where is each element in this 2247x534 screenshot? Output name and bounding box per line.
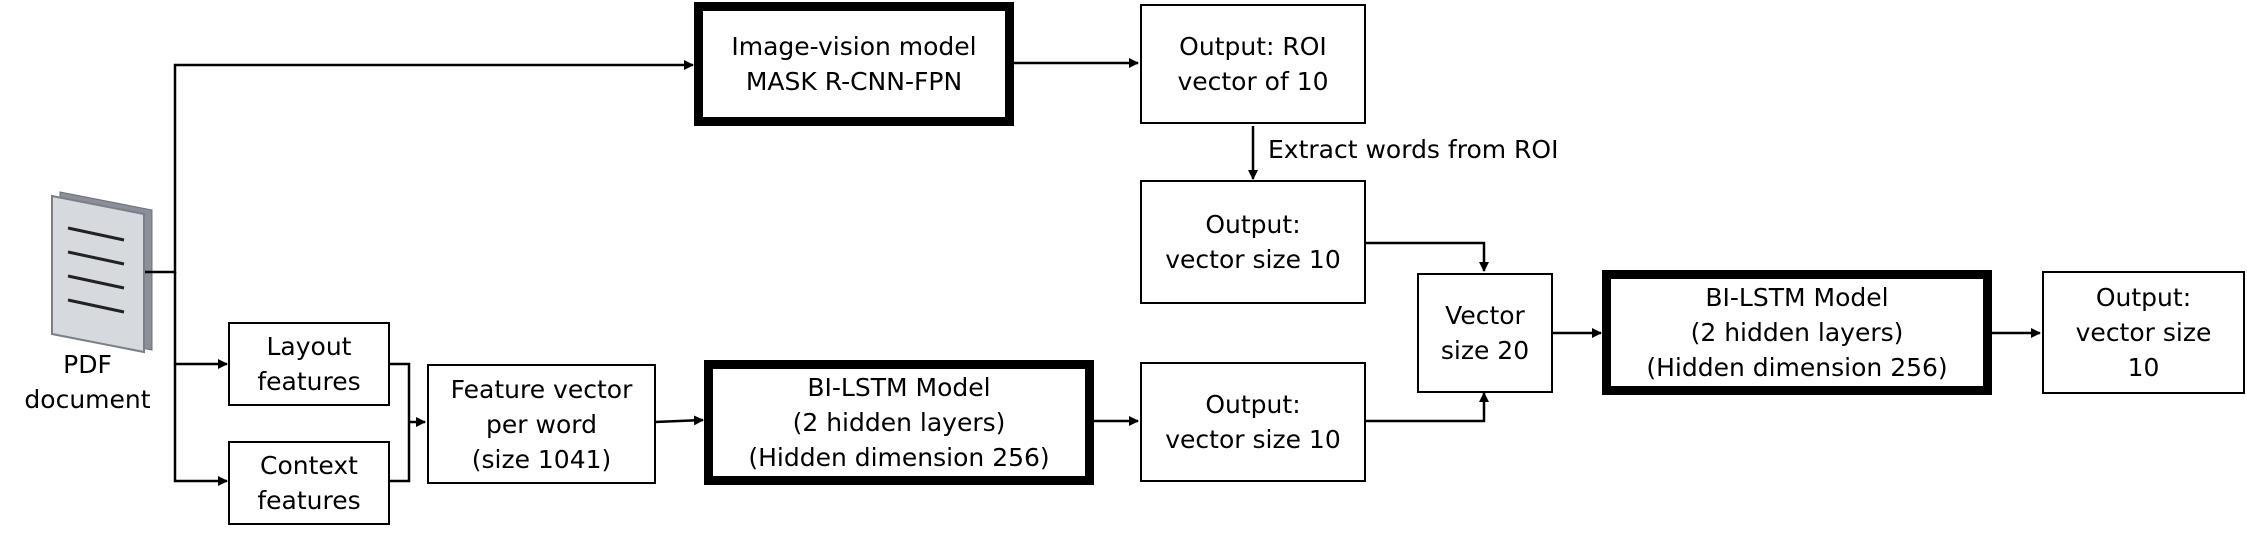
- output-vector-a-label: Output: vector size 10: [1165, 210, 1341, 274]
- edge-layout-join: [389, 362, 411, 483]
- bilstm-first-box: BI-LSTM Model (2 hidden layers) (Hidden …: [704, 360, 1094, 485]
- output-vector-b-box: Output: vector size 10: [1140, 362, 1366, 482]
- context-features-label: Context features: [257, 451, 361, 515]
- edge-output-b-to-vector20: [1366, 392, 1489, 423]
- image-vision-model-label: Image-vision model MASK R-CNN-FPN: [731, 32, 977, 96]
- output-roi-box: Output: ROI vector of 10: [1140, 4, 1366, 124]
- output-vector-a-box: Output: vector size 10: [1140, 180, 1366, 304]
- edge-pdf-to-context: [173, 364, 228, 486]
- feature-vector-label: Feature vector per word (size 1041): [450, 374, 633, 474]
- layout-features-box: Layout features: [228, 322, 390, 406]
- vector-20-box: Vector size 20: [1417, 273, 1553, 393]
- context-features-box: Context features: [228, 441, 390, 525]
- bilstm-second-box: BI-LSTM Model (2 hidden layers) (Hidden …: [1602, 270, 1992, 395]
- vector-20-label: Vector size 20: [1440, 301, 1530, 365]
- output-vector-b-label: Output: vector size 10: [1165, 390, 1341, 454]
- output-roi-label: Output: ROI vector of 10: [1177, 32, 1329, 96]
- pdf-document-label: PDF document: [24, 350, 151, 414]
- final-output-box: Output: vector size 10: [2042, 271, 2245, 394]
- edge-pdf-to-layout: [173, 272, 228, 369]
- edge-pdf-to-vision: [145, 60, 694, 274]
- bilstm-first-label: BI-LSTM Model (2 hidden layers) (Hidden …: [748, 373, 1050, 472]
- extract-words-label: Extract words from ROI: [1268, 135, 1559, 164]
- edge-output-a-to-vector20: [1366, 241, 1489, 272]
- pdf-document-icon: [51, 191, 153, 354]
- edge-vector-to-bilstm1: [654, 415, 704, 426]
- layout-features-label: Layout features: [257, 332, 361, 396]
- final-output-label: Output: vector size 10: [2075, 283, 2212, 382]
- bilstm-second-label: BI-LSTM Model (2 hidden layers) (Hidden …: [1646, 283, 1948, 382]
- feature-vector-box: Feature vector per word (size 1041): [427, 364, 656, 484]
- image-vision-model-box: Image-vision model MASK R-CNN-FPN: [694, 2, 1014, 126]
